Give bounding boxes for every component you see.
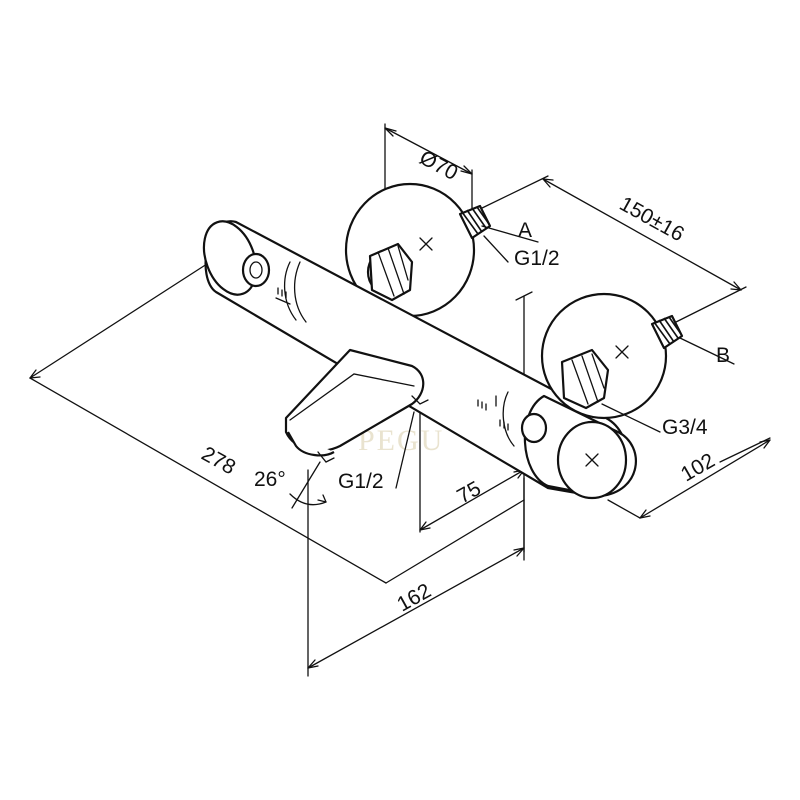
wall-connector-a (344, 182, 492, 318)
port-a-thread-leader (483, 235, 509, 263)
dim-width-label: 162 (393, 579, 435, 616)
outlet-thread-label: G1/2 (338, 470, 384, 493)
dim-spacing-label: 150±16 (616, 192, 688, 246)
dim-width (307, 469, 525, 677)
outlet-thread-leader (395, 411, 415, 489)
dim-length (29, 261, 525, 584)
temperature-handle (520, 394, 637, 500)
wall-connector-b (540, 292, 684, 420)
watermark-text: PEGU (358, 424, 444, 457)
dim-length-label: 278 (198, 442, 240, 479)
dim-spacing (477, 175, 747, 326)
port-b-thread-leader (601, 403, 661, 433)
port-b-label: B (716, 344, 730, 367)
dim-diameter-label: Ø70 (416, 146, 462, 185)
dim-angle-label: 26° (254, 468, 286, 491)
port-a-leader (481, 225, 539, 243)
bath-spout (284, 348, 429, 463)
dim-depth-label: 102 (677, 449, 719, 486)
port-a-thread-label: G1/2 (514, 247, 560, 270)
dim-outlet-offset-label: 75 (453, 477, 485, 508)
dim-depth (607, 437, 771, 519)
dim-angle (289, 461, 327, 509)
port-b-leader (679, 337, 735, 365)
port-a-label: A (518, 219, 532, 242)
port-b-thread-label: G3/4 (662, 416, 708, 439)
